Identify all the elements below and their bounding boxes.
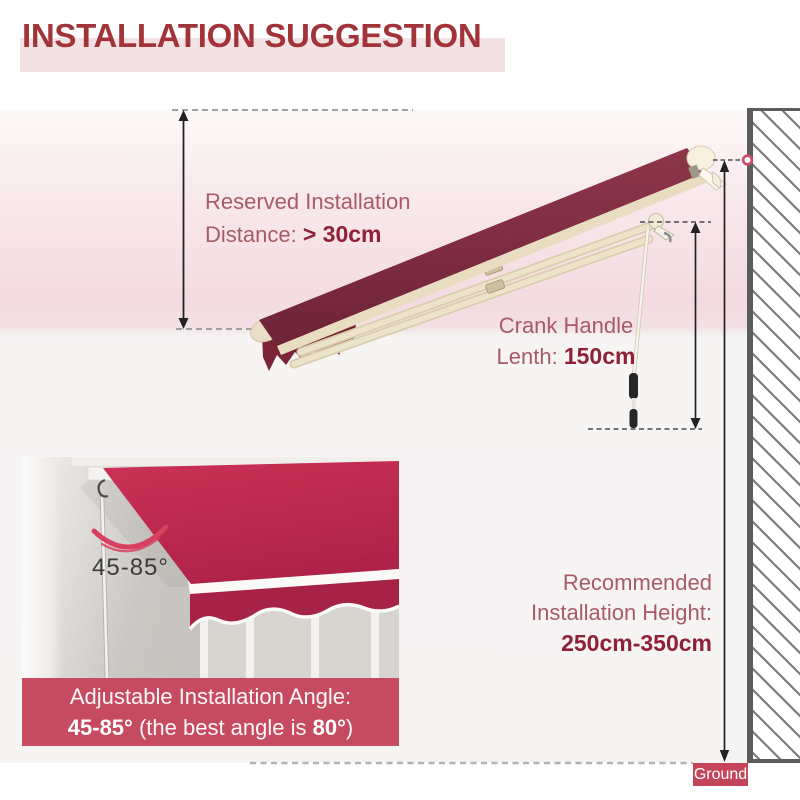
awning-arms [289,219,661,369]
caption-best-angle-value: 80° [312,715,346,740]
awning-wall-bracket [686,145,727,191]
height-line3-value: 250cm-350cm [561,630,712,656]
crank-handle [629,226,650,428]
inset-photo-drawing [22,457,399,678]
height-line2: Installation Height: [531,600,712,625]
angle-inset: 45-85° Adjustable Installation Angle: 45… [22,457,399,746]
reserved-distance-annotation: Reserved Installation Distance: > 30cm [205,186,410,251]
caption-line2-mid: (the best angle is [132,715,313,740]
awning-fabric [259,148,707,346]
crank-line2-label: Lenth: [496,344,564,369]
inset-photo: 45-85° [22,457,399,678]
awning-fabric-edge [277,172,711,355]
caption-line2-end: ) [345,715,354,740]
reserved-distance-measure [172,109,413,330]
wall [747,108,800,763]
inset-cord [97,478,110,678]
angle-arc-icon [91,524,169,553]
crank-handle-annotation: Crank Handle Lenth: 150cm [470,310,662,372]
installation-height-annotation: Recommended Installation Height: 250cm-3… [450,568,712,659]
reserved-line2-value: > 30cm [302,221,382,247]
page-title: INSTALLATION SUGGESTION [22,17,482,54]
wall-corner-highlight [22,457,62,678]
inset-caption: Adjustable Installation Angle: 45-85° (t… [22,678,399,746]
angle-range-label: 45-85° [92,554,169,581]
crank-line1: Crank Handle [498,313,634,338]
hook-icon [97,478,109,498]
crank-length-measure [588,221,711,430]
title-highlight-band [20,38,505,72]
crank-line2-value: 150cm [563,343,636,369]
installation-height-measure [713,154,754,762]
wall-anchor-marker [741,154,754,166]
awning-elbow-joint [648,213,675,243]
inset-fabric [103,461,399,584]
reserved-line1: Reserved Installation [205,189,411,214]
inset-front-bar [188,566,399,594]
height-line1: Recommended [562,570,712,595]
caption-angle-value: 45-85° [67,715,133,740]
reserved-line2-label: Distance: [205,222,303,247]
awning [250,145,727,428]
ground-label: Ground [693,763,748,786]
caption-line1: Adjustable Installation Angle: [69,684,352,709]
